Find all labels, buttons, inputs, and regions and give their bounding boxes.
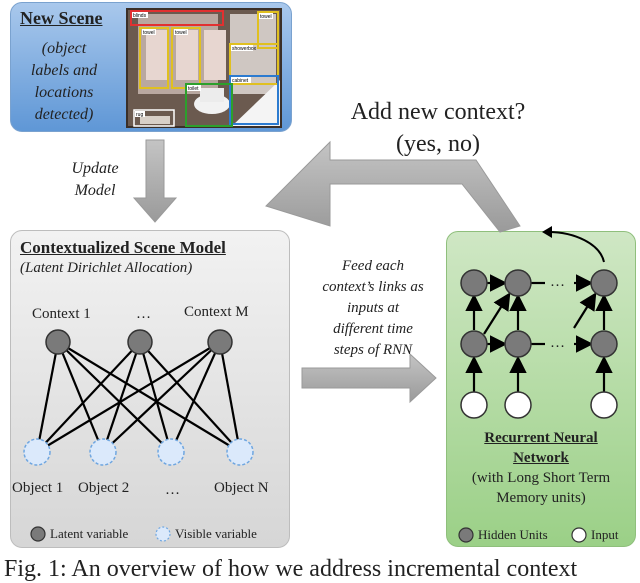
rnn-title-line: Network xyxy=(513,450,569,466)
scene-caption-line: labels and xyxy=(30,62,98,79)
context-label-dots: … xyxy=(136,306,151,322)
context-label-m: Context M xyxy=(184,304,249,320)
object-label-dots: … xyxy=(165,482,180,498)
feed-line: context’s links as xyxy=(322,279,424,295)
hidden-legend-label: Hidden Units xyxy=(478,527,548,542)
rnn-title: Recurrent Neural Network (with Long Shor… xyxy=(448,428,634,508)
rnn-dots-top: … xyxy=(550,274,565,290)
rnn-title-line: Recurrent Neural xyxy=(484,430,598,446)
feed-arrow xyxy=(301,352,437,404)
object-label-2: Object 2 xyxy=(78,480,130,496)
scene-model-subtitle: (Latent Dirichlet Allocation) xyxy=(20,260,193,276)
scene-caption-line: locations xyxy=(34,84,94,101)
visible-legend-label: Visible variable xyxy=(175,526,257,541)
update-line: Model xyxy=(74,182,116,199)
context-label-1: Context 1 xyxy=(32,306,91,322)
rnn-sub-line: (with Long Short Term xyxy=(471,470,611,486)
new-scene-title: New Scene xyxy=(20,8,103,28)
rnn-dots-mid: … xyxy=(550,335,565,351)
update-arrow xyxy=(132,139,178,223)
input-legend-label: Input xyxy=(591,527,619,542)
question-line: Add new context? xyxy=(350,99,526,125)
update-model-label: Update Model xyxy=(60,158,130,202)
feed-description: Feed each context’s links as inputs at d… xyxy=(300,256,446,361)
question-line: (yes, no) xyxy=(396,131,480,157)
rnn-sub-line: Memory units) xyxy=(496,490,586,506)
scene-model-title: Contextualized Scene Model xyxy=(20,238,226,257)
scene-caption-line: (object xyxy=(41,40,87,57)
object-label-n: Object N xyxy=(214,480,269,496)
update-line: Update xyxy=(71,160,119,177)
feed-line: inputs at xyxy=(346,300,400,316)
scene-caption-line: detected) xyxy=(34,106,94,123)
scene-caption: (object labels and locations detected) xyxy=(14,38,114,126)
scene-model-panel xyxy=(10,230,290,548)
feed-line: steps of RNN xyxy=(333,342,413,358)
latent-legend-label: Latent variable xyxy=(50,526,129,541)
add-context-question: Add new context? (yes, no) xyxy=(318,96,558,160)
feed-line: different time xyxy=(333,321,413,337)
figure-caption: Fig. 1: An overview of how we address in… xyxy=(4,556,578,582)
object-label-1: Object 1 xyxy=(12,480,64,496)
feed-line: Feed each xyxy=(341,258,405,274)
